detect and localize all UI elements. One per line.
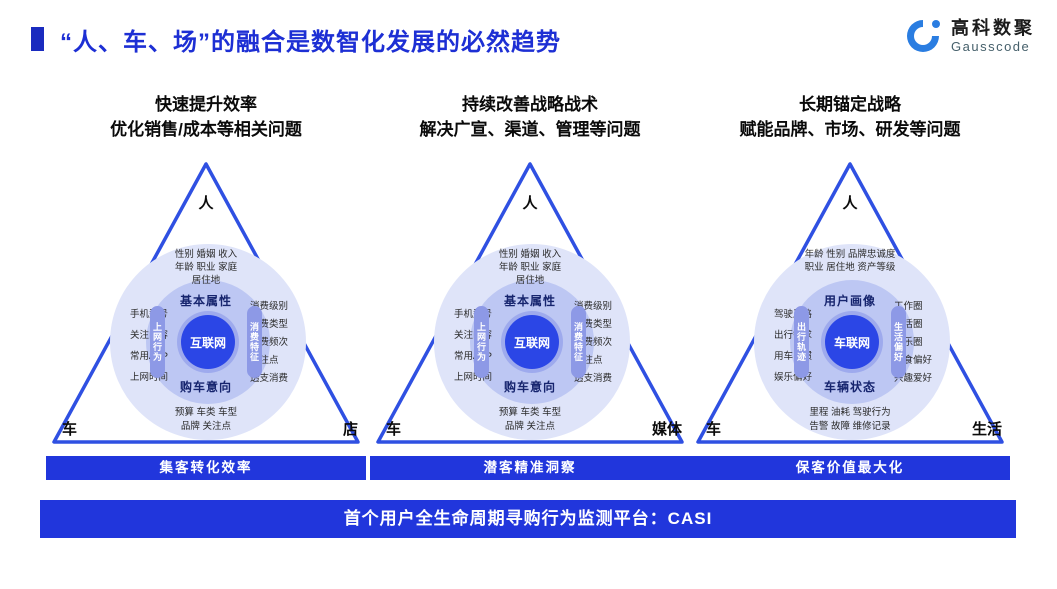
heading-line1: 持续改善战略战术 [462, 95, 598, 114]
column-banner: 保客价值最大化 [690, 456, 1010, 480]
ring-label-bottom: 购车意向 [179, 380, 232, 394]
vertex-label-right: 媒体 [651, 421, 682, 438]
outer-labels-top: 年龄 性别 品牌忠诚度 职业 居住地 资产等级 [804, 249, 896, 273]
gausscode-logo-icon [907, 20, 940, 52]
column-banner: 潜客精准洞察 [370, 456, 690, 480]
ring-label-right: 消费特征 [247, 306, 262, 378]
vertex-label-top: 人 [842, 195, 858, 212]
outer-labels-right: 消费级别 消费类型 消费频次 关注点 透支消费 [574, 301, 613, 384]
ring-label-right: 生活偏好 [891, 306, 906, 378]
title-marker [31, 27, 44, 51]
column-heading: 快速提升效率 优化销售/成本等相关问题 [46, 92, 366, 144]
heading-line2: 优化销售/成本等相关问题 [110, 120, 302, 139]
ring-label-left: 出行轨迹 [794, 306, 809, 378]
page-title: “人、车、场”的融合是数智化发展的必然趋势 [60, 29, 561, 56]
outer-labels-left: 驾驶风格 出行需求 用车习惯 娱乐偏好 [773, 309, 812, 383]
triangle-diagram: 人 车 生活 年龄 性别 品牌忠诚度 职业 居住地 资产等级 驾驶风格 出行需求… [690, 156, 1010, 448]
outer-labels-right: 工作圈 生活圈 娱乐圈 饮食偏好 兴趣爱好 [894, 301, 933, 384]
outer-labels-left: 手机型号 关注内容 常用APP 上网时间 [129, 309, 168, 383]
column-banner: 集客转化效率 [46, 456, 366, 480]
column-heading: 长期锚定战略 赋能品牌、市场、研发等问题 [690, 92, 1010, 144]
vertex-label-left: 车 [386, 421, 402, 438]
ring-label-left: 上网行为 [474, 306, 489, 378]
ring-label-bottom: 车辆状态 [823, 380, 876, 394]
outer-labels-right: 消费级别 消费类型 消费频次 关注点 透支消费 [250, 301, 289, 384]
ring-label-top: 基本属性 [503, 294, 556, 308]
logo-name-cn: 高科数聚 [951, 17, 1035, 38]
outer-labels-bottom: 预算 车类 车型 品牌 关注点 [498, 407, 562, 432]
triangle-diagram: 人 车 媒体 性别 婚姻 收入 年龄 职业 家庭 居住地 手机型号 关注内容 常… [370, 156, 690, 448]
outer-labels-top: 性别 婚姻 收入 年龄 职业 家庭 居住地 [498, 249, 562, 286]
center-circle: 互联网 [505, 315, 559, 369]
logo-text: 高科数聚 Gausscode [951, 17, 1035, 56]
logo: 高科数聚 Gausscode [903, 16, 1035, 56]
vertex-label-left: 车 [706, 421, 722, 438]
center-circle: 车联网 [825, 315, 879, 369]
ring-label-top: 用户画像 [823, 294, 876, 308]
ring-label-right: 消费特征 [571, 306, 586, 378]
platform-banner: 首个用户全生命周期寻购行为监测平台：CASI [40, 500, 1016, 538]
column-quick-efficiency: 快速提升效率 优化销售/成本等相关问题 人 车 店 性别 婚姻 收入 年龄 职业… [46, 92, 366, 480]
outer-labels-bottom: 里程 油耗 驾驶行为 告警 故障 维修记录 [809, 407, 891, 432]
ring-label-bottom: 购车意向 [503, 380, 556, 394]
column-heading: 持续改善战略战术 解决广宣、渠道、管理等问题 [370, 92, 690, 144]
heading-line2: 解决广宣、渠道、管理等问题 [419, 120, 641, 139]
heading-line1: 快速提升效率 [155, 95, 257, 114]
outer-labels-bottom: 预算 车类 车型 品牌 关注点 [174, 407, 238, 432]
vertex-label-top: 人 [522, 195, 538, 212]
logo-name-en: Gausscode [951, 39, 1031, 55]
vertex-label-top: 人 [198, 195, 214, 212]
ring-label-top: 基本属性 [179, 294, 232, 308]
heading-line1: 长期锚定战略 [799, 95, 901, 114]
column-strategy-tactics: 持续改善战略战术 解决广宣、渠道、管理等问题 人 车 媒体 性别 婚姻 收入 年… [370, 92, 690, 480]
vertex-label-right: 店 [342, 421, 358, 438]
heading-line2: 赋能品牌、市场、研发等问题 [739, 120, 961, 139]
vertex-label-left: 车 [62, 421, 78, 438]
outer-labels-top: 性别 婚姻 收入 年龄 职业 家庭 居住地 [174, 249, 238, 286]
column-long-term-strategy: 长期锚定战略 赋能品牌、市场、研发等问题 人 车 生活 年龄 性别 品牌忠诚度 … [690, 92, 1010, 480]
triangle-diagram: 人 车 店 性别 婚姻 收入 年龄 职业 家庭 居住地 手机型号 关注内容 常用… [46, 156, 366, 448]
center-circle: 互联网 [181, 315, 235, 369]
outer-labels-left: 手机型号 关注内容 常用APP 上网时间 [453, 309, 492, 383]
vertex-label-right: 生活 [971, 421, 1002, 438]
ring-label-left: 上网行为 [150, 306, 165, 378]
